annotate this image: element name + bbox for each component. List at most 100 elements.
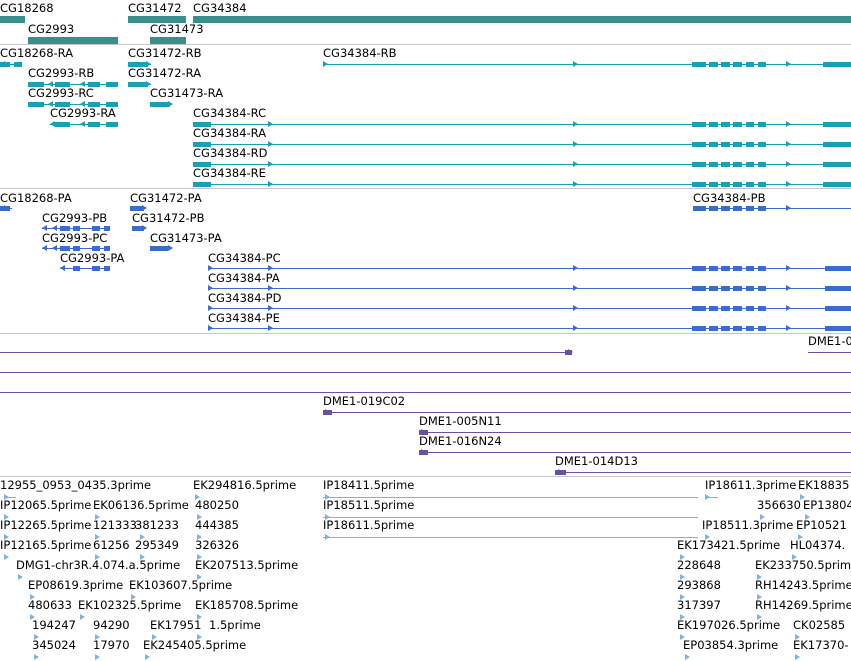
feature-label[interactable]: EK245405.5prime: [143, 638, 247, 652]
feature-label[interactable]: 61256: [93, 538, 130, 552]
feature-label[interactable]: IP12265.5prime: [0, 518, 92, 532]
strand-arrow: [197, 554, 202, 560]
feature-label[interactable]: CG18268-PA: [0, 191, 72, 205]
feature-label[interactable]: CG34384-PA: [208, 271, 280, 285]
feature-label[interactable]: EK173421.5prime: [677, 538, 781, 552]
feature-label[interactable]: CG2993-RC: [28, 86, 94, 100]
feature-label[interactable]: CG34384-PB: [693, 191, 766, 205]
feature-label[interactable]: CG34384-RD: [193, 146, 268, 160]
feature-label[interactable]: 94290: [93, 618, 130, 632]
strand-arrow: [34, 654, 39, 660]
feature-label[interactable]: CG2993: [28, 22, 75, 36]
feature-label[interactable]: CG2993-PC: [42, 231, 108, 245]
feature-label[interactable]: CG18268-RA: [0, 46, 74, 60]
feature-label[interactable]: EK06136.5prime: [93, 498, 189, 512]
feature-label[interactable]: EK185708.5prime: [195, 598, 299, 612]
feature-label[interactable]: EK17370-: [793, 638, 849, 652]
feature-label[interactable]: CG18268: [0, 1, 54, 15]
strand-arrow: [18, 574, 23, 580]
feature-label[interactable]: 356630: [757, 498, 801, 512]
strand-arrow: [680, 574, 685, 580]
feature-label[interactable]: CG31472-RB: [128, 46, 202, 60]
strand-arrow: [573, 325, 578, 331]
feature-label[interactable]: IP18611.5prime: [323, 518, 415, 532]
exon-block: [758, 142, 766, 147]
feature-label[interactable]: CG31472-PA: [130, 191, 202, 205]
feature-label[interactable]: 480633: [28, 598, 72, 612]
feature-label[interactable]: CG31473: [150, 22, 204, 36]
feature-label[interactable]: 12955_0953_0435.3prime: [0, 478, 152, 492]
exon-block: [692, 62, 706, 67]
feature-label[interactable]: 1.5prime: [209, 618, 261, 632]
feature-label[interactable]: CG34384-PE: [208, 311, 280, 325]
strand-arrow: [325, 409, 330, 415]
feature-label[interactable]: CG31473-PA: [150, 231, 222, 245]
exon-block: [823, 142, 851, 147]
feature-label[interactable]: EP10521: [796, 518, 847, 532]
feature-label[interactable]: DME1-016N24: [419, 434, 502, 448]
feature-label[interactable]: EK207513.5prime: [195, 558, 299, 572]
feature-label[interactable]: CG31472: [128, 1, 182, 15]
feature-label[interactable]: IP18511.5prime: [323, 498, 415, 512]
feature-label[interactable]: HL04374.: [790, 538, 846, 552]
feature-label[interactable]: EK102325.5prime: [78, 598, 182, 612]
feature-label[interactable]: 121333: [93, 518, 137, 532]
strand-arrow: [80, 101, 85, 107]
feature-label[interactable]: 480250: [195, 498, 239, 512]
feature-label[interactable]: CG2993-PA: [60, 251, 125, 265]
feature-label[interactable]: RH14243.5prime: [755, 578, 851, 592]
feature-label[interactable]: CK02585: [793, 618, 846, 632]
feature-label[interactable]: CG34384-RE: [193, 166, 266, 180]
exon-block: [106, 122, 118, 127]
feature-label[interactable]: IP12165.5prime: [0, 538, 92, 552]
feature-label[interactable]: CG34384-RC: [193, 106, 267, 120]
feature-label[interactable]: DMG1-chr3R.4.074.a.5prime: [16, 558, 181, 572]
feature-label[interactable]: CG2993-PB: [42, 211, 108, 225]
feature-label[interactable]: CG31473-RA: [150, 86, 224, 100]
feature-label[interactable]: DME1-005N11: [419, 414, 502, 428]
feature-label[interactable]: EK18835: [798, 478, 850, 492]
feature-label[interactable]: IP12065.5prime: [0, 498, 92, 512]
feature-label[interactable]: CG34384-PC: [208, 251, 281, 265]
feature-label[interactable]: DME1-014D13: [555, 454, 638, 468]
intron-line: [193, 144, 851, 145]
feature-label[interactable]: 317397: [677, 598, 721, 612]
intron-line: [705, 497, 718, 498]
strand-arrow: [80, 81, 85, 87]
feature-label[interactable]: EK197026.5prime: [677, 618, 781, 632]
feature-label[interactable]: EK294816.5prime: [193, 478, 297, 492]
feature-label[interactable]: 381233: [135, 518, 179, 532]
feature-label[interactable]: CG34384: [193, 1, 247, 15]
feature-label[interactable]: CG2993-RA: [50, 106, 116, 120]
feature-label[interactable]: 17970: [93, 638, 130, 652]
feature-label[interactable]: CG34384-RA: [193, 126, 267, 140]
feature-label[interactable]: EP03854.3prime: [683, 638, 779, 652]
feature-label[interactable]: EP08619.3prime: [28, 578, 124, 592]
feature-label[interactable]: IP18511.3prime: [702, 518, 794, 532]
feature-label[interactable]: EK103607.5prime: [129, 578, 233, 592]
feature-label[interactable]: 228648: [677, 558, 721, 572]
feature-label[interactable]: CG34384-RB: [323, 46, 397, 60]
feature-label[interactable]: CG31472-RA: [128, 66, 202, 80]
feature-label[interactable]: 295349: [135, 538, 179, 552]
strand-arrow: [95, 634, 100, 640]
feature-label[interactable]: IP18611.3prime: [705, 478, 797, 492]
feature-label[interactable]: CG31472-PB: [132, 211, 205, 225]
feature-label[interactable]: RH14269.5prime: [755, 598, 851, 612]
feature-label[interactable]: 293868: [677, 578, 721, 592]
feature-label[interactable]: CG34384-PD: [208, 291, 282, 305]
exon-block: [758, 306, 766, 311]
feature-label[interactable]: 194247: [32, 618, 76, 632]
strand-arrow: [786, 161, 791, 167]
feature-label[interactable]: 345024: [32, 638, 76, 652]
feature-label[interactable]: IP18411.5prime: [323, 478, 415, 492]
feature-label[interactable]: EP13804: [803, 498, 851, 512]
feature-label[interactable]: EK17951: [150, 618, 202, 632]
feature-label[interactable]: 444385: [195, 518, 239, 532]
feature-label[interactable]: 326326: [195, 538, 239, 552]
exon-block: [733, 306, 742, 311]
feature-label[interactable]: EK233750.5prime: [755, 558, 851, 572]
feature-label[interactable]: DME1-019C02: [323, 394, 406, 408]
feature-label[interactable]: CG2993-RB: [28, 66, 95, 80]
feature-label[interactable]: DME1-0: [808, 334, 851, 348]
